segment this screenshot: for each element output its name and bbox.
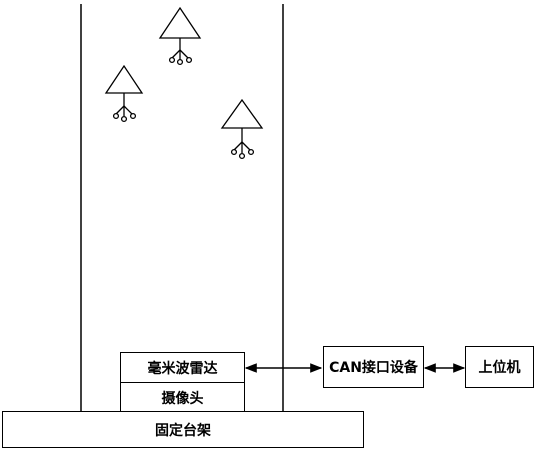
target-icon: [220, 98, 264, 160]
radar-label: 毫米波雷达: [147, 361, 218, 377]
stand-box: 固定台架: [2, 411, 364, 448]
target-icon: [104, 64, 144, 123]
camera-label: 摄像头: [161, 390, 204, 407]
target-icon: [158, 6, 202, 66]
host-computer-label: 上位机: [478, 360, 521, 376]
can-interface-box: CAN接口设备: [323, 346, 424, 388]
host-computer-box: 上位机: [465, 346, 534, 388]
can-interface-label: CAN接口设备: [329, 360, 418, 376]
radar-box: 毫米波雷达: [120, 352, 245, 384]
camera-box: 摄像头: [120, 382, 245, 413]
stand-label: 固定台架: [155, 422, 211, 439]
